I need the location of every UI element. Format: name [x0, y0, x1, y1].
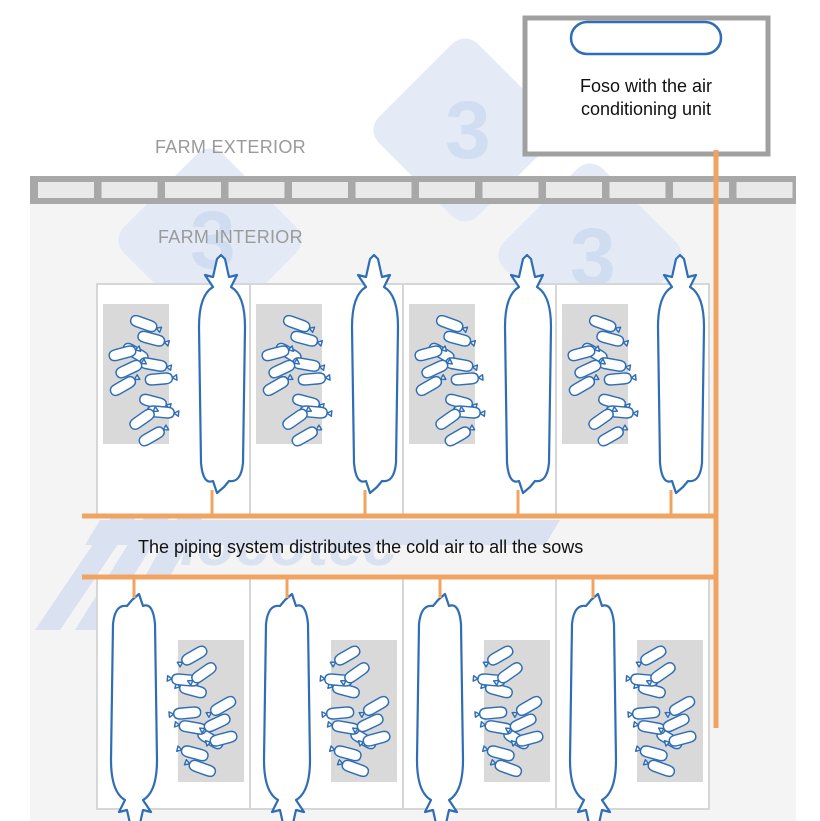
crate: [249, 253, 404, 517]
wall-block: [38, 182, 94, 198]
wall-block: [228, 182, 285, 198]
wall-block: [419, 182, 475, 198]
sow: [415, 592, 465, 821]
wall-block: [355, 182, 412, 198]
crate: [249, 576, 404, 821]
wall-block: [482, 182, 539, 198]
farm-exterior-label: FARM EXTERIOR: [155, 137, 306, 157]
crate: [96, 253, 251, 517]
pipe-drops-top: [210, 490, 673, 516]
piping-system: [82, 150, 719, 728]
sow: [109, 592, 159, 821]
farm-interior-label: FARM INTERIOR: [158, 227, 303, 247]
watermark-brand: iocotec: [180, 510, 397, 579]
sow: [568, 592, 618, 821]
crate: [555, 576, 710, 821]
watermark-digit: 3: [445, 85, 491, 176]
wall-block: [546, 182, 602, 198]
wall-block: [101, 182, 158, 198]
unit-label-line2: conditioning unit: [581, 99, 711, 119]
wall-block: [292, 182, 348, 198]
wall-block: [609, 182, 666, 198]
farm-wall: [30, 176, 796, 204]
ac-unit-icon: [569, 20, 723, 56]
crate-row-bottom: [96, 576, 710, 821]
crate-row-top: [96, 253, 710, 517]
wall-block: [673, 182, 729, 198]
crate: [402, 253, 557, 517]
piping-caption: The piping system distributes the cold a…: [138, 537, 583, 557]
crate: [555, 253, 710, 517]
sow: [262, 592, 312, 821]
crate: [402, 576, 557, 821]
unit-label-line1: Foso with the air: [580, 76, 712, 96]
pipe-drops-bottom: [132, 577, 595, 598]
wall-block: [165, 182, 221, 198]
wall-block: [736, 182, 793, 198]
air-conditioning-unit: Foso with the air conditioning unit: [522, 15, 771, 157]
crate: [96, 576, 251, 821]
